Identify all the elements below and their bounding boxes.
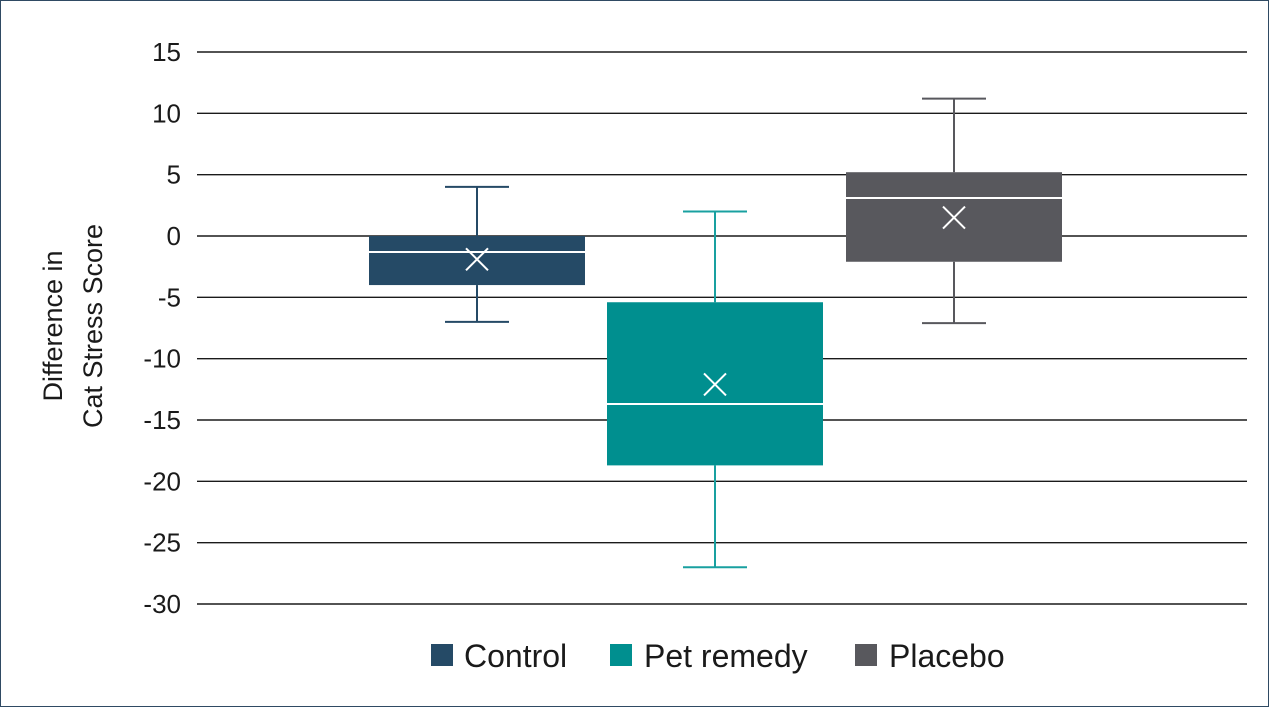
box-control: [369, 185, 585, 323]
mean-marker: [942, 205, 966, 230]
legend-label: Control: [464, 638, 567, 674]
mean-marker: [703, 372, 727, 397]
legend-item-placebo: Placebo: [855, 638, 1005, 674]
legend-label: Placebo: [889, 638, 1005, 674]
y-tick-label: 15: [152, 37, 181, 67]
y-tick-label: 0: [167, 221, 181, 251]
legend: Control Pet remedy Placebo: [431, 638, 1005, 674]
y-tick-label: -5: [158, 282, 181, 312]
y-tick-label: -20: [143, 466, 181, 496]
legend-swatch: [431, 644, 453, 666]
y-axis-tick-labels: 15 10 5 0 -5 -10 -15 -20 -25 -30: [143, 37, 181, 619]
legend-swatch: [855, 644, 877, 666]
y-tick-label: 10: [152, 98, 181, 128]
box-series: [369, 97, 1062, 569]
legend-swatch: [610, 644, 632, 666]
y-tick-label: 5: [167, 160, 181, 190]
y-tick-label: -25: [143, 528, 181, 558]
y-tick-label: -15: [143, 405, 181, 435]
box-placebo: [846, 97, 1062, 325]
mean-marker: [465, 247, 489, 272]
y-tick-label: -10: [143, 344, 181, 374]
legend-item-pet-remedy: Pet remedy: [610, 638, 808, 674]
y-axis-title: Difference in Cat Stress Score: [38, 224, 108, 428]
legend-item-control: Control: [431, 638, 567, 674]
box-pet-remedy: [607, 210, 823, 569]
y-axis-title-line: Cat Stress Score: [78, 224, 108, 428]
legend-label: Pet remedy: [644, 638, 808, 674]
y-axis-title-text: Difference in Cat Stress Score: [38, 224, 108, 428]
y-tick-label: -30: [143, 589, 181, 619]
y-axis-title-line: Difference in: [38, 250, 68, 401]
